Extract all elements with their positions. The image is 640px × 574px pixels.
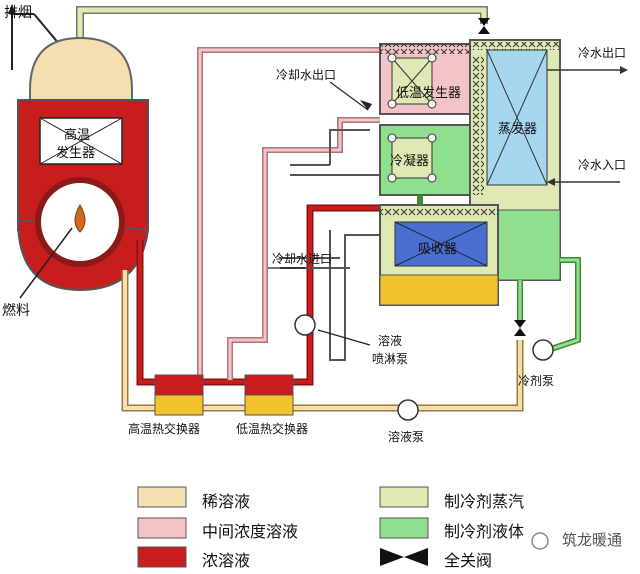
cooling-water-out-label: 冷却水出口 — [276, 68, 337, 82]
legend-swatch-dilute — [137, 486, 187, 508]
cooling-out-pointer — [329, 81, 369, 111]
evaporator-label: 蒸发器 — [498, 122, 538, 137]
legend-concentrated: 浓溶液 — [202, 551, 251, 570]
condenser — [379, 124, 471, 196]
lp-heat-exchanger — [244, 374, 294, 416]
lp-generator — [379, 43, 471, 115]
hp-heat-exchanger — [154, 374, 204, 416]
legend-swatch-concentrated — [137, 546, 187, 568]
fuel-pointer — [19, 227, 73, 299]
shutoff-valve-top — [478, 18, 490, 34]
exhaust-arrow — [8, 4, 61, 70]
hp-hx-label: 高温热交换器 — [128, 422, 201, 436]
legend-dilute: 稀溶液 — [202, 492, 251, 511]
lp-hx-label: 低温热交换器 — [236, 422, 309, 436]
legend-swatch-intermediate — [137, 517, 187, 539]
refrigerant-pump-label: 冷剂泵 — [518, 374, 555, 388]
legend-valve-icon — [380, 548, 428, 566]
spray-pump — [294, 314, 371, 346]
legend-intermediate: 中间浓度溶液 — [202, 522, 299, 541]
legend-swatch-ref-liquid — [379, 517, 429, 539]
refrigerant-pump — [532, 339, 554, 361]
shutoff-valve-bottom — [514, 320, 526, 336]
intermediate-pipe — [197, 47, 390, 380]
chilled-water-lines — [547, 66, 628, 186]
hp-gen-label-2: 发生器 — [56, 146, 96, 161]
ref-vapor-pipe — [76, 6, 488, 40]
chilled-water-in-label: 冷水入口 — [578, 158, 627, 172]
spray-pump-label-1: 溶液 — [378, 334, 403, 348]
watermark: 筑龙暖通 — [561, 531, 622, 549]
cooling-water-in-label: 冷却水进口 — [272, 252, 333, 266]
hp-generator — [16, 36, 150, 292]
legend-shutoff-valve: 全关阀 — [444, 551, 493, 570]
chilled-water-out-label: 冷水出口 — [578, 46, 627, 60]
hp-gen-label-1: 高温 — [64, 128, 91, 143]
condenser-label: 冷凝器 — [390, 154, 430, 169]
solution-pump-label: 溶液泵 — [388, 430, 425, 444]
absorber — [379, 204, 499, 306]
absorber-label: 吸收器 — [418, 242, 458, 257]
legend-ref-liquid: 制冷剂液体 — [444, 522, 525, 541]
solution-pump — [397, 399, 419, 421]
fuel-label: 燃料 — [2, 303, 30, 319]
legend-swatch-ref-vapor — [379, 486, 429, 508]
lp-gen-label: 低温发生器 — [396, 86, 462, 101]
spray-pump-label-2: 喷淋泵 — [372, 352, 409, 366]
watermark-icon — [531, 532, 549, 550]
exhaust-label: 排烟 — [4, 5, 32, 21]
legend-ref-vapor: 制冷剂蒸汽 — [444, 492, 525, 511]
